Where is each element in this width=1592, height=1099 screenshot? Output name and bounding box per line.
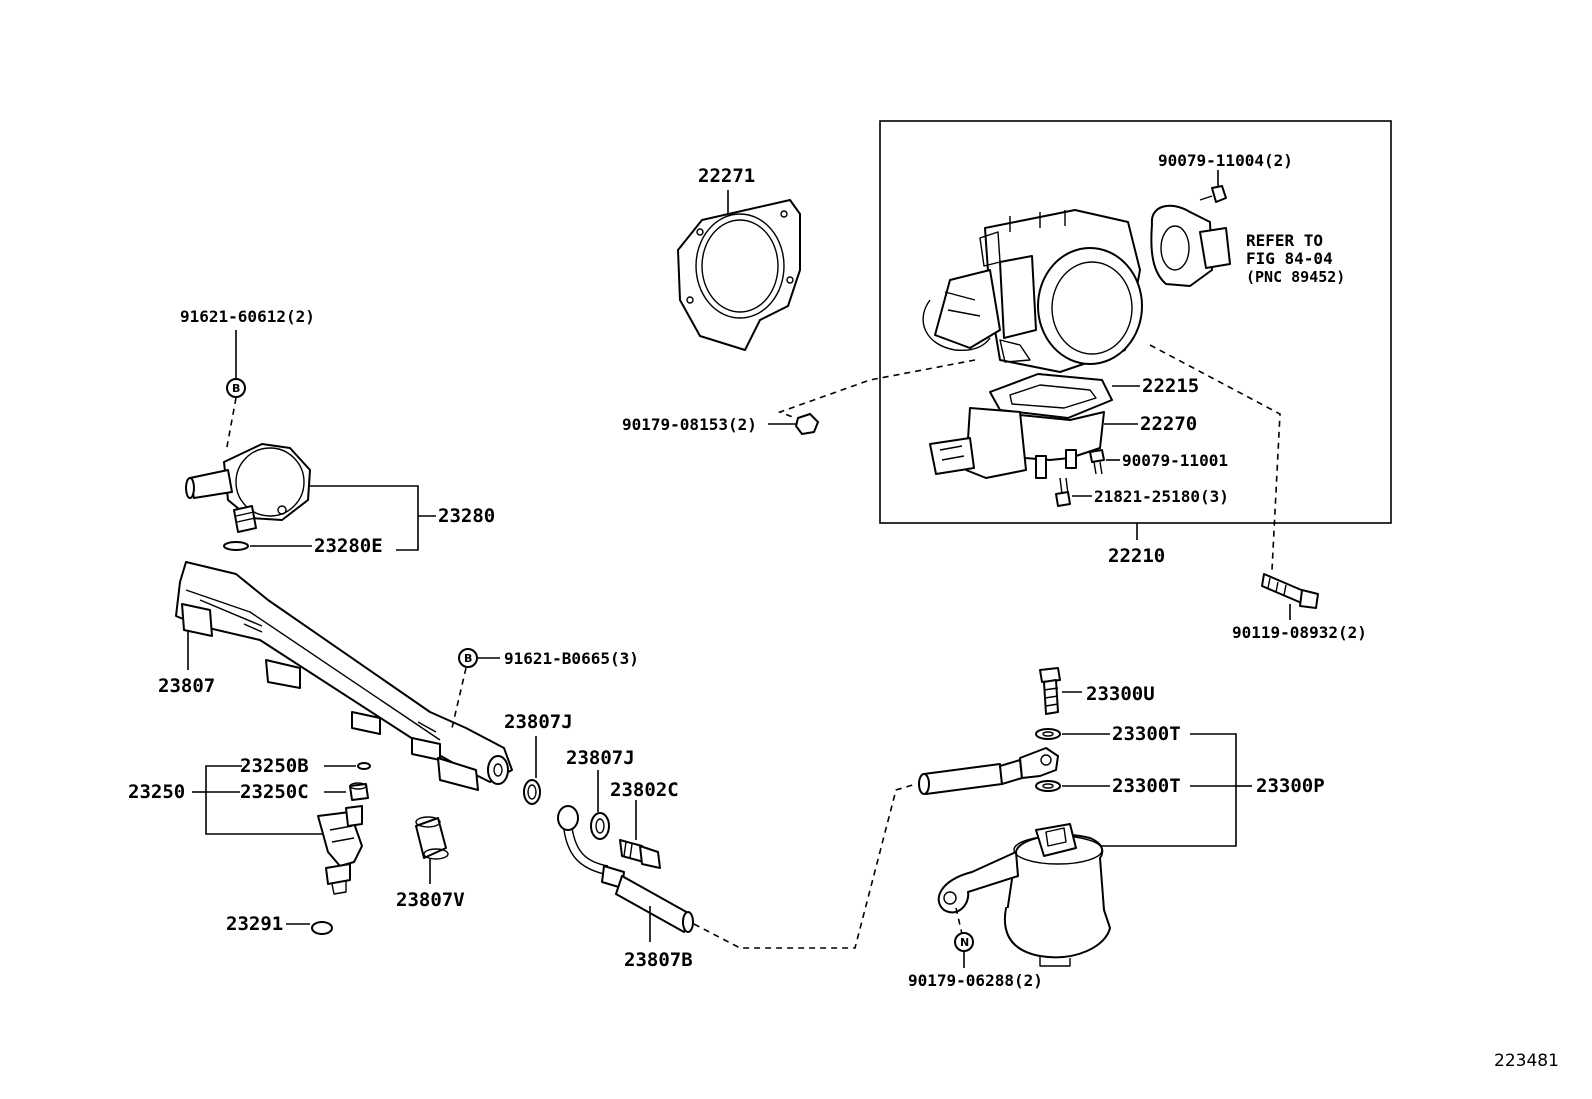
label-23280[interactable]: 23280 [438, 505, 495, 527]
label-91621-60612[interactable]: 91621-60612(2) [180, 307, 315, 326]
label-23280E[interactable]: 23280E [314, 535, 383, 557]
throttle-body[interactable] [922, 209, 1143, 373]
fuel-filter-23300P[interactable] [937, 823, 1111, 967]
o-ring-23807J-b[interactable] [590, 812, 610, 840]
label-91621-B0665[interactable]: 91621-B0665(3) [504, 649, 639, 668]
label-refer-fig: FIG 84-04 [1246, 249, 1333, 268]
marker-b-1 [226, 378, 246, 398]
fuel-outlet-pipe[interactable] [918, 747, 1059, 795]
dash-throttle-to-90119 [1149, 344, 1281, 571]
label-23300P[interactable]: 23300P [1256, 775, 1325, 797]
damper-23807V[interactable] [415, 816, 449, 860]
label-23807V[interactable]: 23807V [396, 889, 465, 911]
fuel-delivery-pipe-23807[interactable] [175, 561, 513, 791]
bracket-23280 [310, 485, 419, 551]
gasket-22271[interactable] [677, 199, 801, 351]
dash-b-2-to-pipe [451, 667, 467, 729]
fuel-hose-23807B[interactable] [557, 805, 694, 933]
bracket-23250 [205, 765, 324, 835]
nut-90179-08153[interactable] [795, 413, 819, 435]
o-ring-23280E[interactable] [223, 541, 249, 551]
label-refer-pnc: (PNC 89452) [1246, 268, 1345, 286]
dash-b-1-to-regulator [225, 397, 237, 453]
label-22270[interactable]: 22270 [1140, 413, 1197, 435]
label-22271[interactable]: 22271 [698, 165, 755, 187]
throttle-position-sensor[interactable] [1150, 204, 1231, 287]
label-90079-11001[interactable]: 90079-11001 [1122, 451, 1228, 470]
label-refer-to: REFER TO [1246, 231, 1323, 250]
marker-b-2 [458, 648, 478, 668]
label-22215[interactable]: 22215 [1142, 375, 1199, 397]
fuel-injector-23250[interactable] [317, 805, 363, 895]
label-90079-11004[interactable]: 90079-11004(2) [1158, 151, 1293, 170]
label-23807B[interactable]: 23807B [624, 949, 693, 971]
label-23250C[interactable]: 23250C [240, 781, 309, 803]
marker-b-1-text: B [232, 382, 240, 395]
o-ring-23250B[interactable] [357, 762, 371, 770]
label-23300U[interactable]: 23300U [1086, 683, 1155, 705]
o-ring-23807J-a[interactable] [523, 779, 541, 805]
label-23300T-a[interactable]: 23300T [1112, 723, 1181, 745]
illustration-code: 223481 [1494, 1051, 1559, 1071]
label-23250[interactable]: 23250 [128, 781, 185, 803]
marker-b-2-text: B [464, 652, 472, 665]
label-90179-06288[interactable]: 90179-06288(2) [908, 971, 1043, 990]
label-22210[interactable]: 22210 [1108, 545, 1165, 567]
union-bolt-23802C[interactable] [619, 839, 661, 869]
label-21821-25180[interactable]: 21821-25180(3) [1094, 487, 1229, 506]
insulator-23250C[interactable] [349, 782, 369, 801]
label-23250B[interactable]: 23250B [240, 755, 309, 777]
bolt-90119-08932[interactable] [1261, 573, 1319, 609]
union-bolt-23300U[interactable] [1039, 667, 1061, 715]
dash-filter-to-n [955, 907, 963, 935]
dash-throttle-to-90179-08153 [777, 359, 976, 419]
throttle-body-group-box [879, 120, 1392, 524]
label-23300T-b[interactable]: 23300T [1112, 775, 1181, 797]
idle-air-control-valve-22270[interactable] [929, 407, 1105, 479]
bolt-21821-25180[interactable] [1055, 477, 1071, 507]
screw-90079-11004[interactable] [1199, 185, 1227, 203]
label-90179-08153[interactable]: 90179-08153(2) [622, 415, 757, 434]
label-23807J-b[interactable]: 23807J [566, 747, 635, 769]
fuel-pressure-regulator-23280[interactable] [185, 443, 311, 533]
gasket-23300T-a[interactable] [1035, 728, 1061, 740]
screw-90079-11001[interactable] [1089, 449, 1105, 475]
gasket-23300T-b[interactable] [1035, 780, 1061, 792]
bracket-23300P [1090, 733, 1237, 847]
label-90119-08932[interactable]: 90119-08932(2) [1232, 623, 1367, 642]
marker-n-1-text: N [960, 936, 969, 949]
dash-hose-to-filter [693, 783, 917, 949]
label-23807J-a[interactable]: 23807J [504, 711, 573, 733]
o-ring-23291[interactable] [311, 921, 333, 935]
label-23807[interactable]: 23807 [158, 675, 215, 697]
label-23291[interactable]: 23291 [226, 913, 283, 935]
label-23802C[interactable]: 23802C [610, 779, 679, 801]
